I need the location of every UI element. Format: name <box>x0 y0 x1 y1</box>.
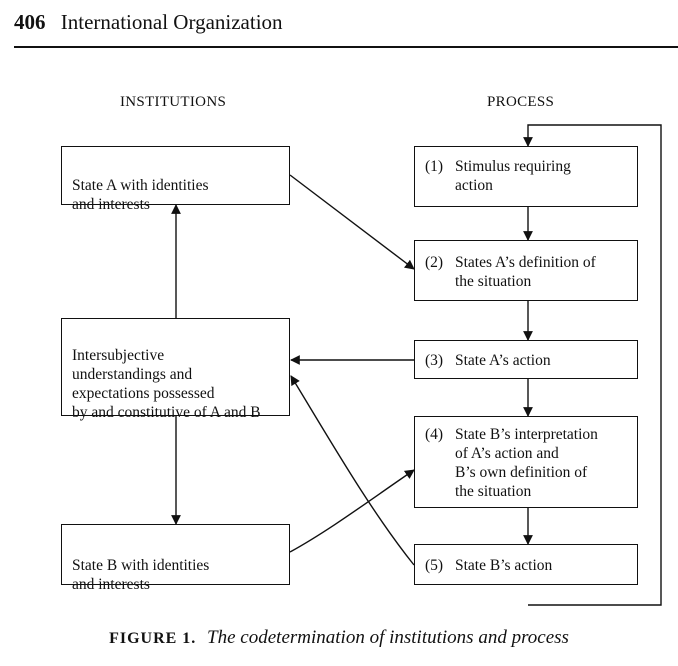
process-step-1: (1) Stimulus requiring action <box>414 146 638 207</box>
box-intersubjective-text: Intersubjective understandings and expec… <box>72 347 261 421</box>
box-intersubjective: Intersubjective understandings and expec… <box>61 318 290 421</box>
process-step-1-number: (1) <box>425 158 444 175</box>
figure-label: FIGURE 1. <box>109 630 197 647</box>
process-step-4-number: (4) <box>425 426 444 443</box>
page-number: 406 <box>14 10 46 34</box>
header-rule <box>14 46 678 48</box>
running-header: 406 International Organization <box>14 10 283 35</box>
process-step-2-number: (2) <box>425 254 444 271</box>
process-step-5-text: State B’s action <box>455 557 553 574</box>
process-step-5-number: (5) <box>425 557 444 574</box>
journal-title: International Organization <box>60 10 283 34</box>
column-label-process: PROCESS <box>487 94 555 110</box>
arrow-step-5-to-intersubjective <box>290 375 415 566</box>
box-state-a-text: State A with identities and interests <box>72 177 209 213</box>
process-step-2: (2) States A’s definition of the situati… <box>414 240 638 301</box>
arrow-state-b-to-step-4 <box>289 469 415 553</box>
box-state-a: State A with identities and interests <box>61 146 290 213</box>
feedback-loop-connector <box>523 124 662 606</box>
process-step-5: (5) State B’s action <box>414 544 638 585</box>
process-step-2-text: States A’s definition of the situation <box>455 254 596 290</box>
figure-caption: FIGURE 1. The codetermination of institu… <box>0 627 678 649</box>
box-state-b: State B with identities and interests <box>61 524 290 593</box>
process-step-3: (3) State A’s action <box>414 340 638 379</box>
figure-caption-text: The codetermination of institutions and … <box>207 627 569 648</box>
process-step-3-number: (3) <box>425 352 444 369</box>
process-step-4-text: State B’s interpretation of A’s action a… <box>455 426 598 500</box>
arrow-state-a-to-step-2 <box>289 174 415 270</box>
process-step-3-text: State A’s action <box>455 352 551 369</box>
process-step-4: (4) State B’s interpretation of A’s acti… <box>414 416 638 508</box>
process-step-1-text: Stimulus requiring action <box>455 158 571 194</box>
box-state-b-text: State B with identities and interests <box>72 557 210 593</box>
column-label-institutions: INSTITUTIONS <box>120 94 227 110</box>
